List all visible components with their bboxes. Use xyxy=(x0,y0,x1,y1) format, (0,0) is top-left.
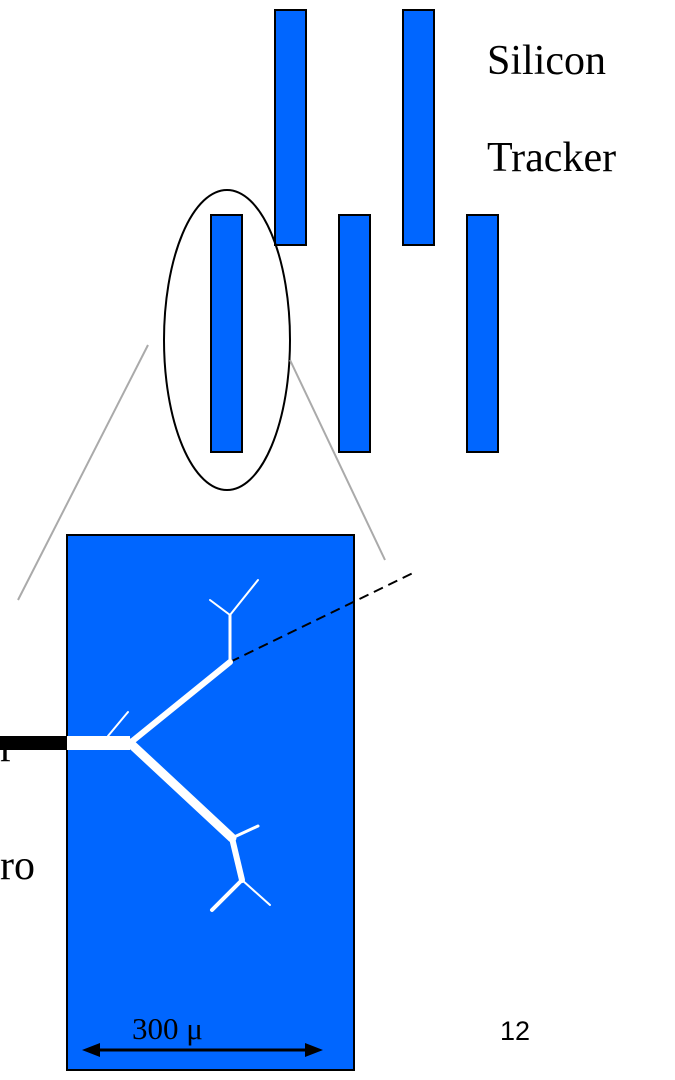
page-title-line-1: Silicon xyxy=(487,40,606,82)
sensor-strip xyxy=(339,215,370,452)
cut-off-label: r xyxy=(0,727,14,769)
scale-label: 300 μ xyxy=(132,1011,203,1047)
slide-number: 12 xyxy=(500,1016,530,1047)
sensor-strip xyxy=(211,215,242,452)
sensor-strip xyxy=(403,10,434,245)
page-title-line-2: Tracker xyxy=(487,137,616,179)
zoomed-sensor-block xyxy=(67,535,354,1070)
sensor-strip xyxy=(467,215,498,452)
cut-off-label: ro xyxy=(0,845,35,887)
sensor-strip xyxy=(275,10,306,245)
